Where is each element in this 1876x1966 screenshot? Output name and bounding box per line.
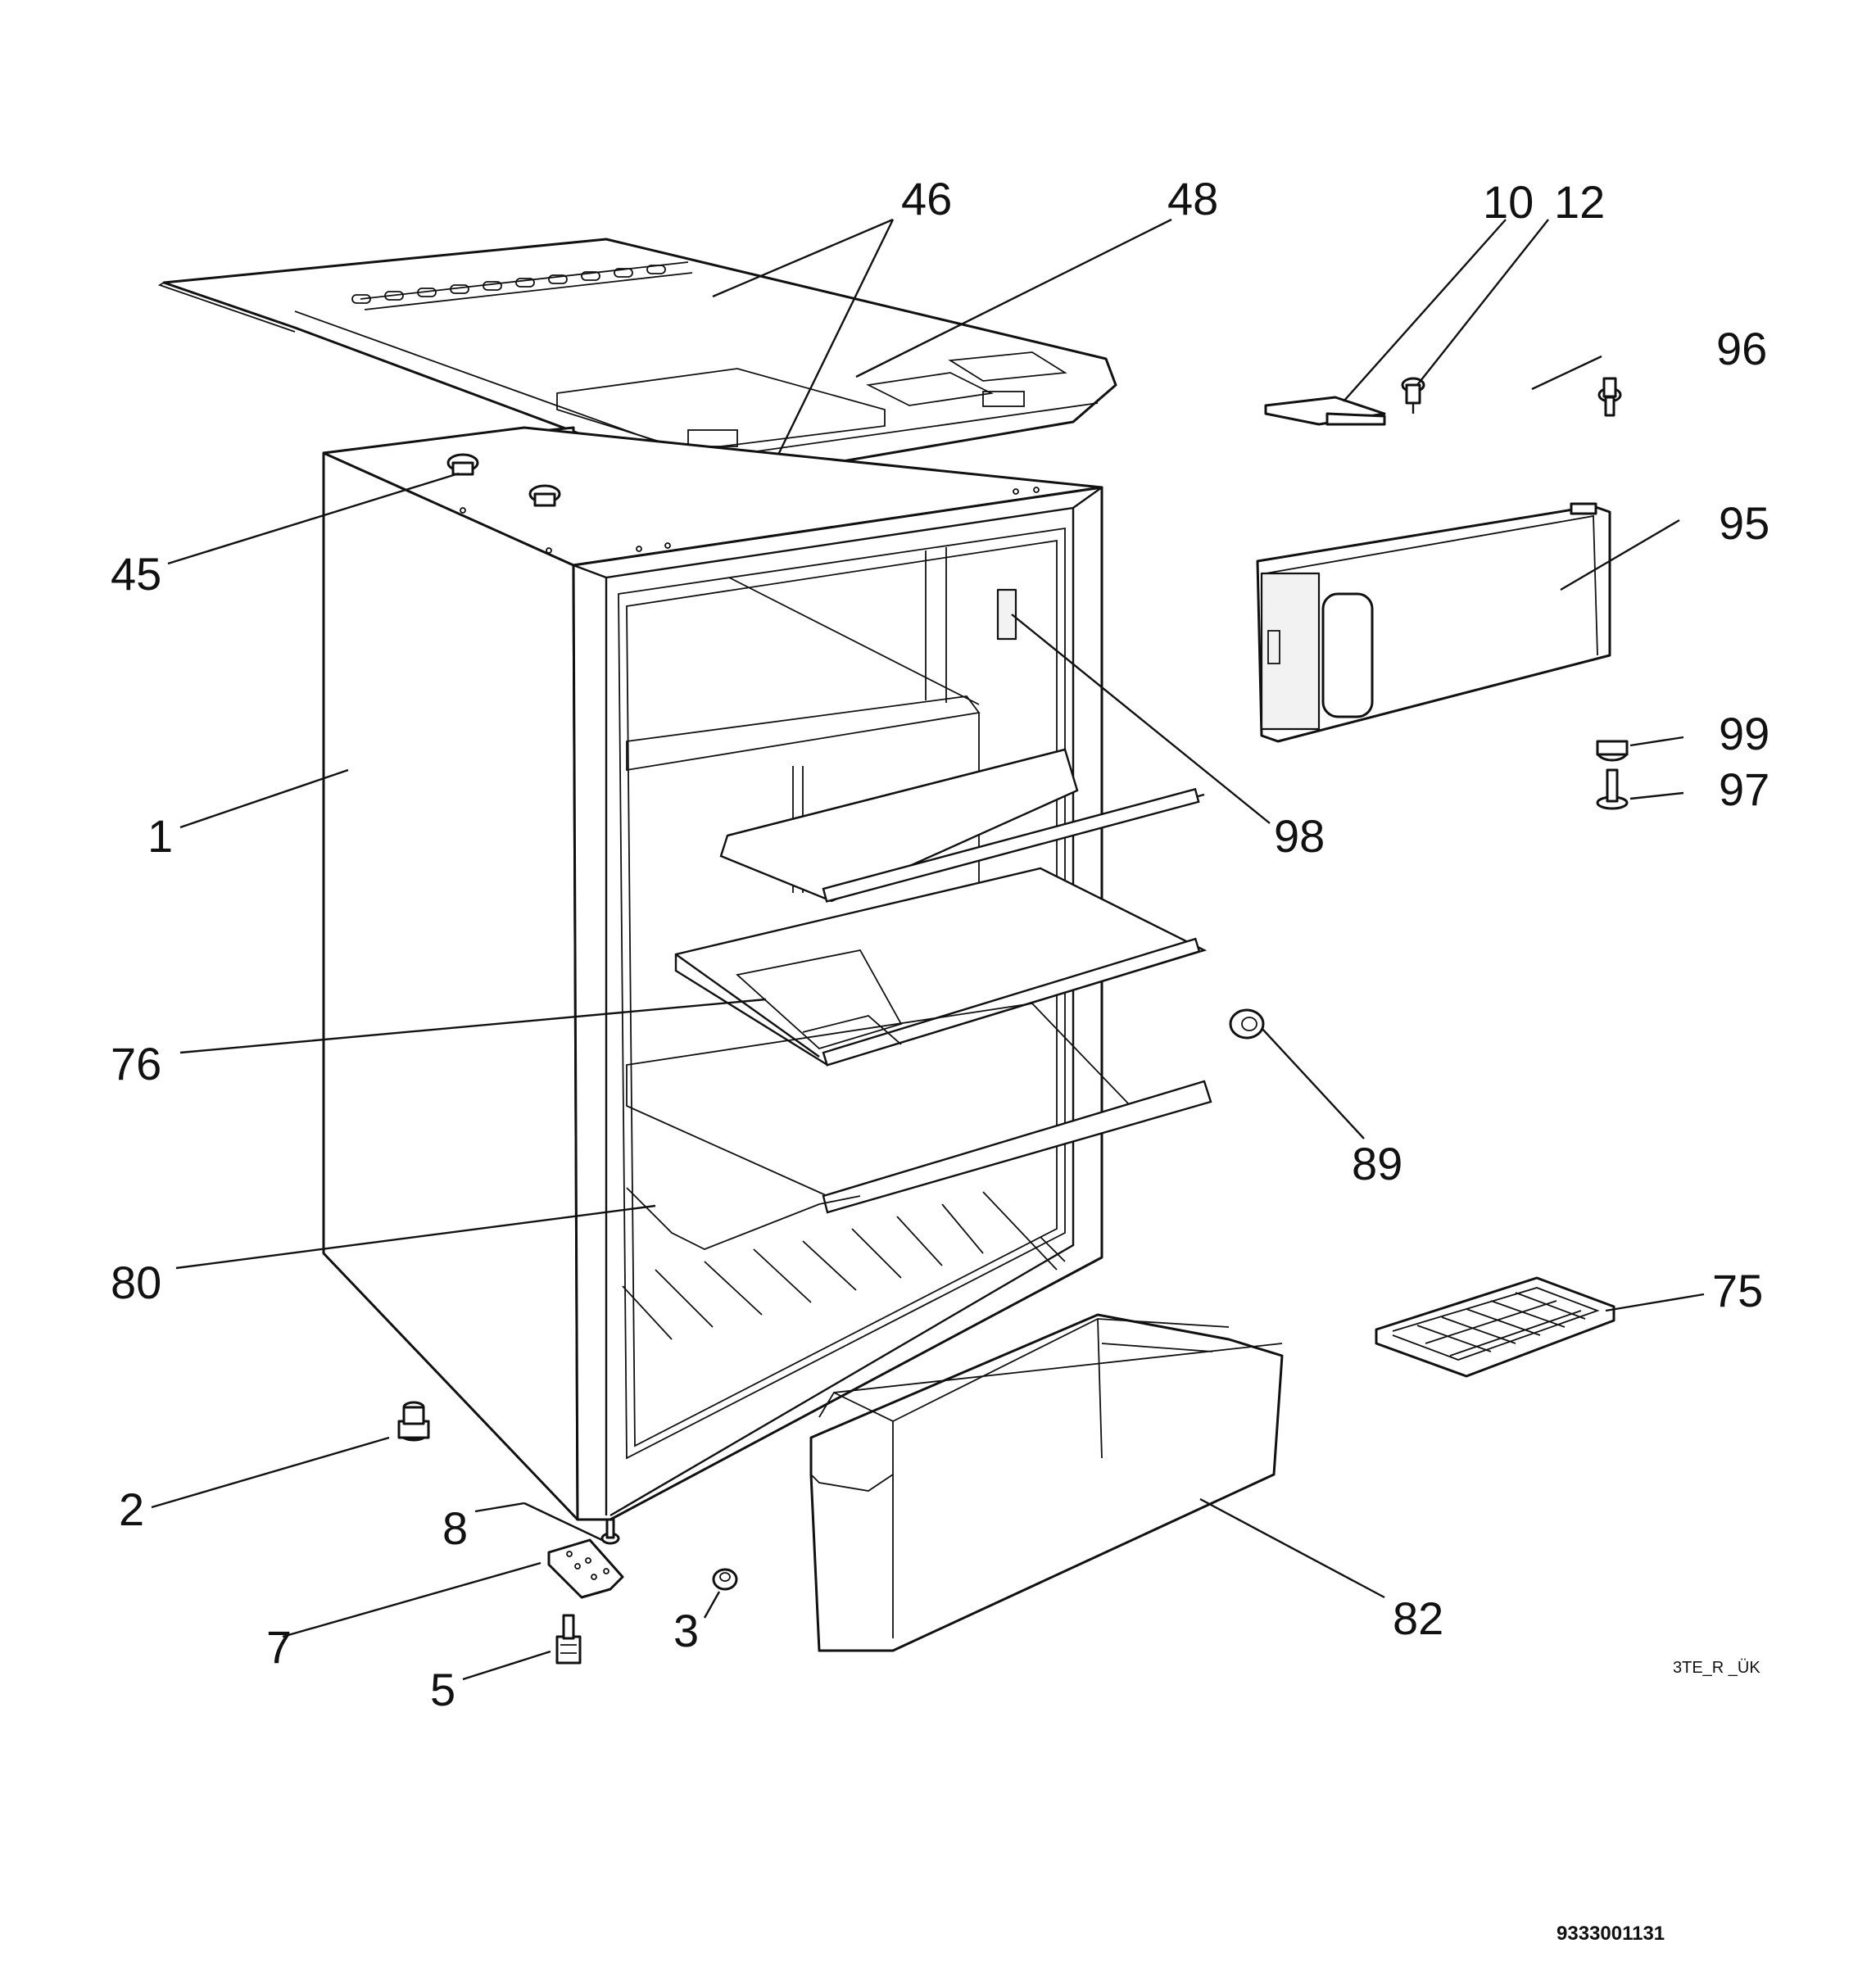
hinge-screw-icon [1401,377,1425,414]
ice-cube-tray-part [1375,1276,1615,1378]
cabinet-body-part [322,426,1212,1521]
callout-label: 97 [1719,763,1770,815]
adjustable-foot-icon [397,1401,430,1442]
callout-label: 45 [111,548,161,600]
upper-hinge-bracket-icon [1264,396,1386,426]
lower-hinge-part [547,1538,624,1599]
callout-label: 3 [673,1605,699,1656]
top-cover-part [157,238,1117,485]
door-bin-part [809,1313,1284,1652]
callout-label: 95 [1719,497,1770,549]
callout-label: 82 [1393,1592,1443,1644]
callout-label: 99 [1719,708,1770,759]
callout-label: 10 [1483,176,1534,228]
front-foot-icon [555,1614,582,1665]
hinge-nut-icon [1596,740,1629,762]
callout-label: 8 [442,1502,468,1554]
callout-label: 2 [119,1484,144,1535]
cover-cap-icon [712,1568,738,1591]
callout-label: 96 [1716,323,1767,374]
variant-code: 3TE_R _ÜK [1673,1659,1760,1677]
hinge-bolt-icon [1596,768,1629,810]
leader-lines [151,218,1705,1681]
hinge-pin-icon [1597,377,1622,417]
callout-label: 80 [111,1257,161,1308]
callout-label: 76 [111,1038,161,1089]
callout-label: 75 [1712,1265,1763,1316]
callout-label: 1 [147,810,173,862]
callout-label: 46 [901,173,952,224]
drawing-number: 9333001131 [1557,1923,1665,1945]
callout-label: 5 [430,1664,455,1715]
vent-slots [351,261,693,310]
callout-label: 12 [1554,176,1605,228]
callout-label: 98 [1274,810,1325,862]
hinge-screw-lower-icon [600,1518,620,1545]
callout-label: 89 [1352,1138,1402,1189]
top-fixing-button-icon [446,453,561,507]
freezer-flap-door-part [1256,502,1611,743]
thermostat-knob-icon [1229,1008,1265,1040]
callout-label: 48 [1167,173,1218,224]
callout-label: 7 [266,1621,292,1673]
